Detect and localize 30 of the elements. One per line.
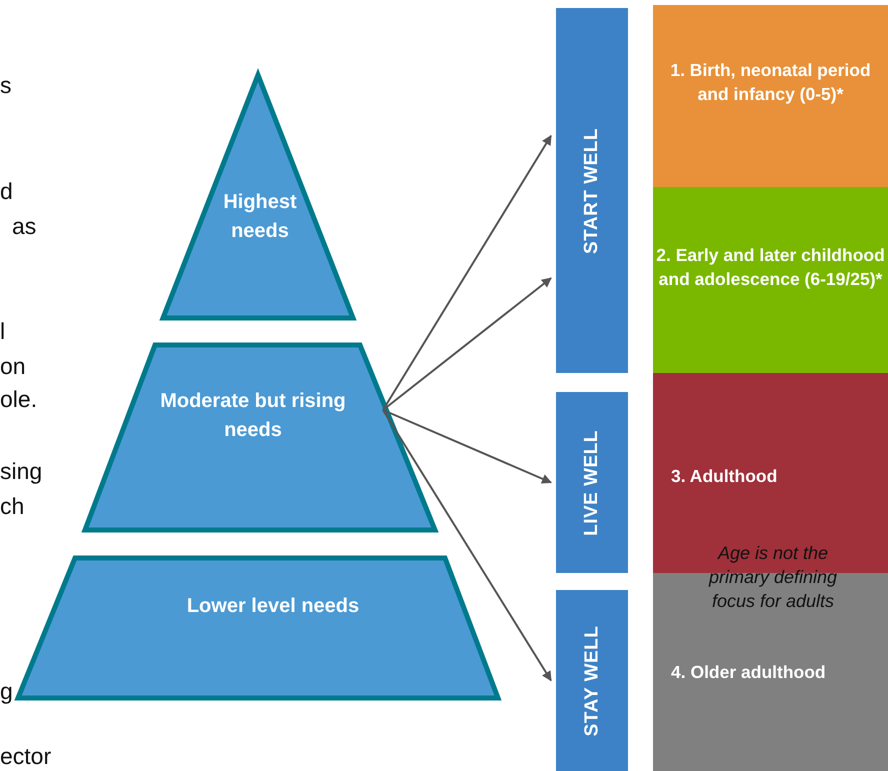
cropped-text: sing [0, 458, 42, 484]
cropped-text: d [0, 178, 13, 204]
cropped-text: l [0, 318, 6, 344]
arrow [382, 409, 552, 484]
life-stage-band [653, 187, 888, 373]
life-stage-label: 2. Early and later childhood and adolescence (6-19/25)* [655, 244, 886, 291]
life-stage-label: 3. Adulthood [671, 465, 778, 488]
arrow [382, 277, 552, 411]
stage-bar [556, 392, 628, 573]
arrow [382, 134, 552, 411]
stage-label: STAY WELL [581, 625, 603, 736]
level-label: Moderate but rising needs [159, 389, 347, 443]
cropped-text: g [0, 678, 13, 704]
cropped-text: ole. [0, 386, 38, 412]
cropped-text: ector [0, 743, 52, 769]
note-text: Age is not the primary defining focus for adults [708, 542, 838, 613]
cropped-text: s [0, 72, 12, 98]
life-stage-label: 4. Older adulthood [671, 661, 827, 684]
stage-bar [556, 590, 628, 771]
cropped-text: on [0, 353, 26, 379]
stage-label: LIVE WELL [581, 430, 603, 536]
cropped-text: ch [0, 493, 24, 519]
arrow [382, 409, 552, 682]
cropped-text: as [12, 213, 36, 239]
stage-bar [556, 8, 628, 373]
level-label: Lower level needs [186, 594, 360, 619]
stage-label: START WELL [581, 128, 603, 254]
life-stage-label: 1. Birth, neonatal period and infancy (0-5)* [669, 59, 872, 106]
level-label: Highest needs [222, 190, 298, 244]
life-stage-band [653, 5, 888, 187]
